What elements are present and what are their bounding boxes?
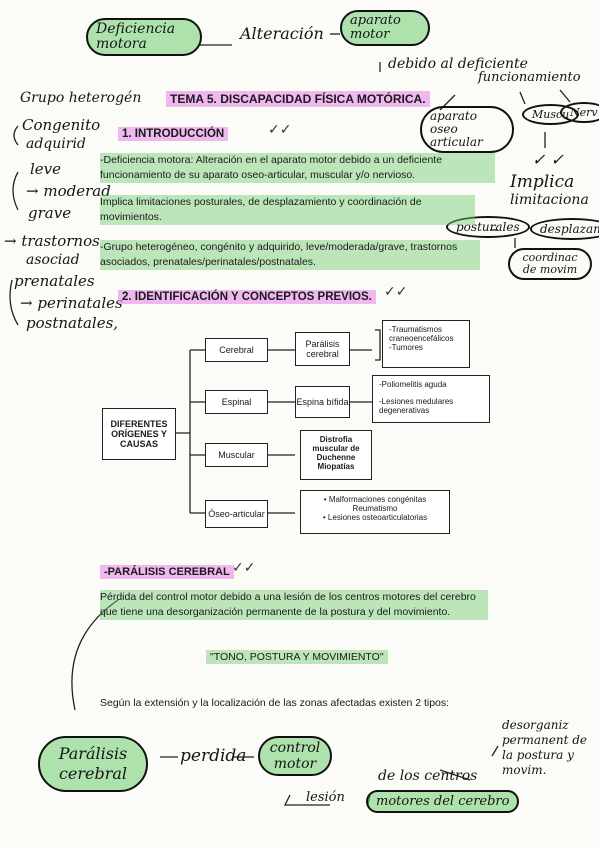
- sub-espina-bifida: Espina bífida: [295, 386, 350, 418]
- note-lesion: lesión: [306, 790, 345, 805]
- section1-heading: 1. INTRODUCCIÓN: [118, 127, 229, 141]
- note-grupo: Grupo heterogén: [20, 90, 142, 106]
- checkmark-icon: ✓✓: [268, 122, 292, 138]
- note-asociad: asociad: [26, 252, 80, 268]
- note-deficiencia-motora: Deficiencia motora: [86, 18, 202, 56]
- list-item-text: Malformaciones congénitas: [328, 495, 427, 504]
- items-muscular: Distrofia muscular de Duchenne Miopatías: [300, 430, 372, 480]
- note-posturales: posturales: [446, 216, 530, 238]
- note-moderad: → moderad: [26, 182, 111, 200]
- paralisis-quote: "TONO, POSTURA Y MOVIMIENTO": [206, 650, 388, 664]
- page-title: TEMA 5. DISCAPACIDAD FÍSICA MOTÓRICA.: [166, 91, 430, 107]
- note-congenito: Congenito: [22, 116, 101, 134]
- branch-espinal: Espinal: [205, 390, 268, 414]
- list-item: Distrofia muscular de Duchenne: [312, 435, 360, 462]
- note-nerv: Nerv: [560, 102, 599, 123]
- paralisis-heading: -PARÁLISIS CEREBRAL: [100, 565, 234, 579]
- note-debido: debido al deficiente: [388, 56, 528, 72]
- note-paralisis-cerebral: Parálisis cerebral: [38, 736, 148, 792]
- branch-oseo-articular: Óseo-articular: [205, 500, 268, 528]
- list-item: • Lesiones osteoarticulatorias: [322, 513, 428, 522]
- section1-paragraph-3: -Grupo heterogéneo, congénito y adquirid…: [100, 240, 480, 270]
- arrow-func-nerv: [559, 89, 571, 103]
- list-item: -Poliomelitis aguda: [379, 380, 447, 389]
- list-item: -Tumores: [389, 343, 423, 352]
- list-item: Miopatías: [317, 462, 355, 471]
- note-desplazam: desplazam: [530, 218, 599, 240]
- checkmark-icon: ✓✓: [384, 284, 408, 300]
- checkmark-icon: ✓✓: [232, 560, 256, 576]
- list-item: -Traumatismos craneoencefálicos: [389, 325, 454, 343]
- note-grave: grave: [28, 204, 72, 222]
- note-implica: Implica: [510, 172, 575, 192]
- note-moderad-text: moderad: [43, 182, 111, 200]
- sub-paralisis-cerebral: Parálisis cerebral: [295, 332, 350, 366]
- note-postnatales: postnatales,: [26, 314, 119, 332]
- note-trastornos-text: trastornos: [21, 232, 100, 250]
- note-perinatales: → perinatales: [20, 294, 123, 312]
- list-item: -Lesiones medulares degenerativas: [379, 397, 454, 415]
- diagram-root: DIFERENTES ORÍGENES Y CAUSAS: [102, 408, 176, 460]
- list-item-text: Lesiones osteoarticulatorias: [327, 513, 428, 522]
- note-adquirid: adquirid: [26, 136, 86, 152]
- items-espinal: -Poliomelitis aguda -Lesiones medulares …: [372, 375, 490, 423]
- note-funcionamiento: funcionamiento: [478, 70, 581, 85]
- note-trastornos: → trastornos: [4, 232, 100, 250]
- note-aparato-motor: aparato motor: [340, 10, 430, 46]
- note-leve: leve: [30, 160, 62, 178]
- branch-cerebral: Cerebral: [205, 338, 268, 362]
- section1-paragraph-2: Implica limitaciones posturales, de desp…: [100, 195, 475, 225]
- list-item-text: Reumatismo: [352, 504, 398, 513]
- note-limitaciones: limitaciona: [510, 192, 589, 208]
- section1-paragraph-1: -Deficiencia motora: Alteración en el ap…: [100, 153, 495, 183]
- paralisis-types-intro: Según la extensión y la localización de …: [100, 697, 450, 709]
- note-alteracion: Alteración: [240, 24, 324, 43]
- note-perinatales-text: perinatales: [37, 294, 123, 312]
- note-desorganiz: desorganiz permanent de la postura y mov…: [502, 718, 588, 777]
- note-coordinac: coordinac de movim: [508, 248, 592, 280]
- arrow-func-musc: [519, 91, 526, 105]
- note-control-motor: control motor: [258, 736, 332, 776]
- note-vv: ✓ ✓: [532, 150, 564, 169]
- note-motores-cerebro: motores del cerebro: [366, 790, 520, 813]
- items-oseo: • Malformaciones congénitas Reumatismo •…: [300, 490, 450, 534]
- items-cerebral: -Traumatismos craneoencefálicos -Tumores: [382, 320, 470, 368]
- note-de-los-centros: de los centros: [378, 768, 478, 784]
- note-aparato-oseo: aparato oseo articular: [420, 106, 514, 153]
- branch-muscular: Muscular: [205, 443, 268, 467]
- note-prenatales: prenatales: [14, 272, 95, 290]
- section2-heading: 2. IDENTIFICACIÓN Y CONCEPTOS PREVIOS.: [118, 290, 376, 304]
- paralisis-paragraph: Pérdida del control motor debido a una l…: [100, 590, 488, 620]
- note-perdida: perdida: [180, 746, 247, 766]
- list-item: Reumatismo: [307, 504, 443, 513]
- list-item: • Malformaciones congénitas: [323, 495, 427, 504]
